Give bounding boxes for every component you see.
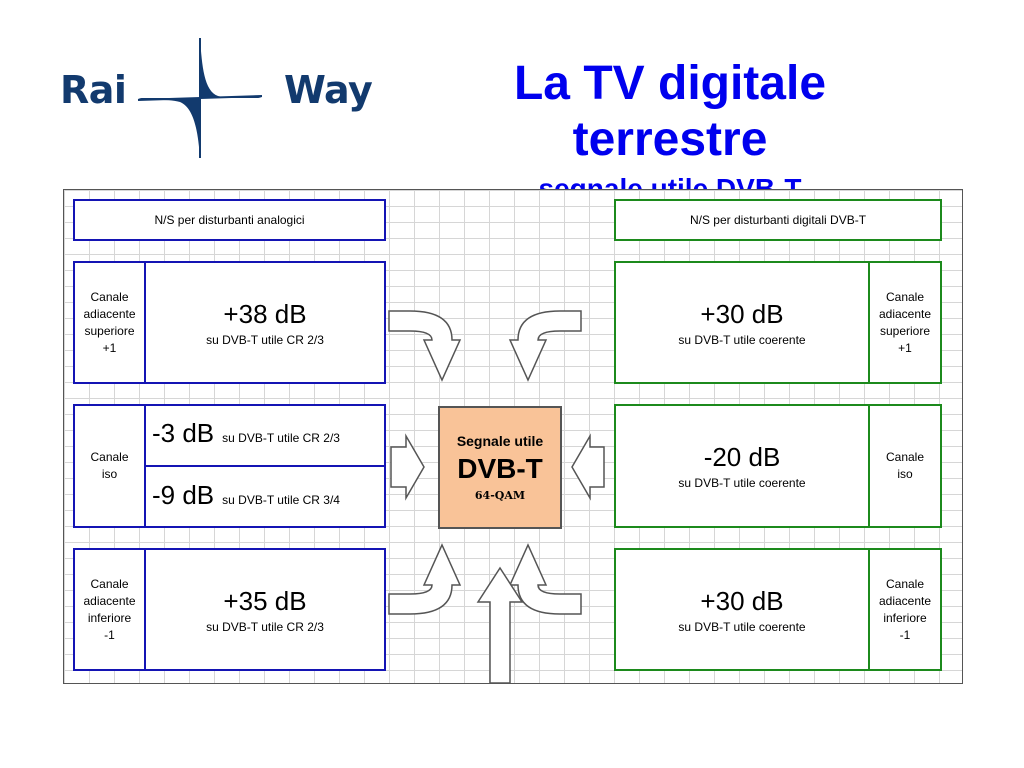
- straight-arrow-bottom: [476, 566, 524, 683]
- side-label: inferiore: [883, 610, 927, 625]
- divider: [144, 550, 146, 669]
- analog-iso-value-1: -3 dB: [152, 418, 215, 448]
- digital-iso-value: -20 dB: [703, 442, 781, 472]
- side-label: adiacente: [83, 593, 136, 608]
- title-line-1: La TV digitale: [513, 57, 827, 110]
- side-label: superiore: [879, 323, 931, 338]
- digital-upper-side: Canale adiacente superiore +1: [870, 263, 940, 382]
- divider: [144, 263, 146, 382]
- digital-lower-value: +30 dB: [700, 585, 784, 616]
- analog-upper-side: Canale adiacente superiore +1: [75, 263, 144, 382]
- side-label: iso: [101, 467, 118, 481]
- side-label: Canale: [885, 289, 925, 304]
- rai-way-sail-icon: [137, 38, 263, 158]
- digital-upper-box: +30 dB su DVB-T utile coerente Canale ad…: [614, 261, 942, 384]
- digital-upper-value-cell: +30 dB su DVB-T utile coerente: [616, 263, 868, 382]
- digital-header: N/S per disturbanti digitali DVB-T: [614, 199, 942, 241]
- analog-header: N/S per disturbanti analogici: [73, 199, 386, 241]
- divider: [868, 550, 870, 669]
- divider: [868, 263, 870, 382]
- side-label: Canale: [885, 450, 925, 464]
- curved-arrow-top-left: [388, 310, 462, 382]
- page-title: La TV digitale terrestre: [470, 56, 870, 168]
- analog-iso-row-1: -3 dB su DVB-T utile CR 2/3: [146, 418, 384, 448]
- analog-lower-value-cell: +35 dB su DVB-T utile CR 2/3: [146, 550, 384, 669]
- side-label: superiore: [84, 323, 135, 338]
- arrows-layer: [388, 310, 605, 683]
- side-label: Canale: [90, 289, 129, 304]
- straight-arrow-right: [571, 433, 605, 501]
- curved-arrow-top-right: [508, 310, 582, 382]
- interference-diagram: N/S per disturbanti analogici Canale adi…: [63, 189, 963, 684]
- analog-upper-desc: su DVB-T utile CR 2/3: [206, 332, 324, 347]
- side-label: +1: [898, 340, 912, 355]
- digital-iso-value-cell: -20 dB su DVB-T utile coerente: [616, 406, 868, 526]
- analog-iso-box: Canale iso -3 dB su DVB-T utile CR 2/3 -…: [73, 404, 386, 528]
- divider: [146, 465, 384, 467]
- digital-iso-box: -20 dB su DVB-T utile coerente Canale is…: [614, 404, 942, 528]
- side-label: adiacente: [878, 593, 932, 608]
- side-label: -1: [104, 627, 115, 642]
- title-line-2: terrestre: [572, 113, 768, 166]
- digital-upper-desc: su DVB-T utile coerente: [678, 332, 806, 347]
- analog-lower-side: Canale adiacente inferiore -1: [75, 550, 144, 669]
- analog-iso-desc-2: su DVB-T utile CR 3/4: [222, 493, 340, 507]
- side-label: iso: [897, 467, 913, 481]
- analog-iso-side: Canale iso: [75, 406, 144, 526]
- curved-arrow-bottom-right: [508, 543, 582, 615]
- digital-lower-side: Canale adiacente inferiore -1: [870, 550, 940, 669]
- digital-lower-value-cell: +30 dB su DVB-T utile coerente: [616, 550, 868, 669]
- rai-way-logo: Rai Way: [60, 36, 380, 160]
- logo-text-way: Way: [284, 68, 373, 112]
- side-label: adiacente: [83, 306, 136, 321]
- digital-iso-desc: su DVB-T utile coerente: [678, 476, 806, 490]
- side-label: adiacente: [878, 306, 932, 321]
- analog-iso-value-2: -9 dB: [152, 480, 215, 510]
- analog-lower-box: Canale adiacente inferiore -1 +35 dB su …: [73, 548, 386, 671]
- digital-lower-box: +30 dB su DVB-T utile coerente Canale ad…: [614, 548, 942, 671]
- digital-upper-value: +30 dB: [700, 298, 784, 329]
- useful-signal-modulation: 64-QAM: [474, 489, 526, 502]
- analog-upper-value: +38 dB: [223, 298, 307, 329]
- analog-iso-row-2: -9 dB su DVB-T utile CR 3/4: [146, 480, 384, 510]
- analog-iso-desc-1: su DVB-T utile CR 2/3: [222, 431, 340, 445]
- digital-iso-side: Canale iso: [870, 406, 940, 526]
- digital-lower-desc: su DVB-T utile coerente: [678, 619, 806, 634]
- analog-header-label: N/S per disturbanti analogici: [154, 213, 305, 227]
- analog-lower-desc: su DVB-T utile CR 2/3: [206, 619, 324, 634]
- analog-upper-box: Canale adiacente superiore +1 +38 dB su …: [73, 261, 386, 384]
- side-label: Canale: [90, 576, 129, 591]
- side-label: +1: [102, 340, 117, 355]
- side-label: Canale: [885, 576, 925, 591]
- divider: [868, 406, 870, 526]
- divider: [144, 406, 146, 526]
- digital-header-label: N/S per disturbanti digitali DVB-T: [689, 213, 867, 227]
- analog-upper-value-cell: +38 dB su DVB-T utile CR 2/3: [146, 263, 384, 382]
- side-label: Canale: [90, 450, 129, 464]
- useful-signal-box: Segnale utile DVB-T 64-QAM: [438, 406, 562, 529]
- logo-text-rai: Rai: [60, 68, 127, 112]
- side-label: inferiore: [87, 610, 132, 625]
- side-label: -1: [899, 627, 911, 642]
- page-subtitle: segnale utile DVB-T: [538, 174, 802, 190]
- curved-arrow-bottom-left: [388, 543, 462, 615]
- straight-arrow-left: [390, 433, 425, 501]
- useful-signal-label: Segnale utile: [456, 433, 544, 449]
- useful-signal-standard: DVB-T: [457, 453, 543, 484]
- analog-lower-value: +35 dB: [223, 585, 307, 616]
